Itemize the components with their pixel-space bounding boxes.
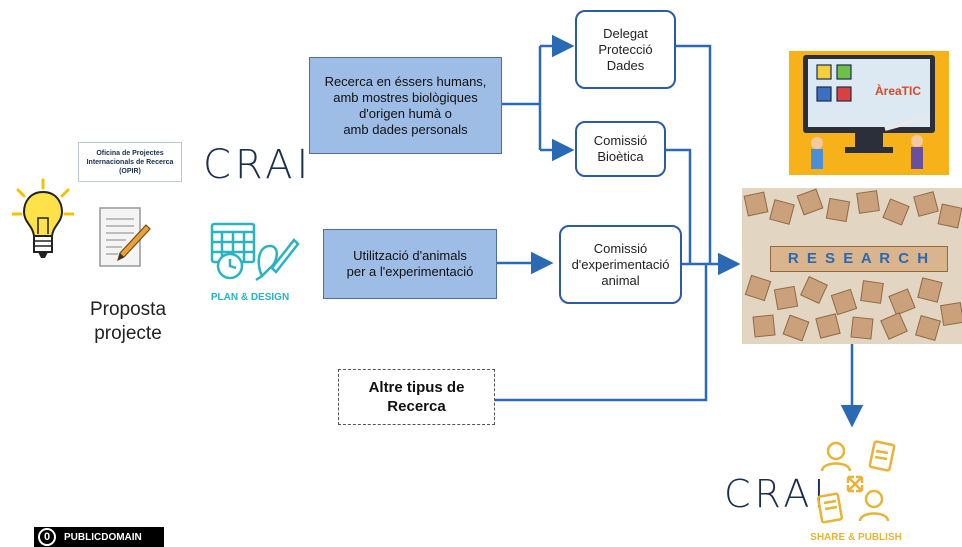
crai-logo-bottom: CRAI [724, 472, 829, 516]
opir-logo: Oficina de Projectes Internacionals de R… [78, 142, 182, 182]
area-tic-illustration: ÀreaTIC [789, 51, 949, 175]
proposal-label: Proposta projecte [89, 299, 167, 344]
connector-bioethics-out [666, 148, 692, 264]
box-animal-experimentation-committee: Comissió d'experimentació animal [559, 225, 682, 304]
share-publish-label: SHARE & PUBLISH [810, 532, 902, 543]
plan-design-label: PLAN & DESIGN [210, 292, 290, 303]
calendar-pencil-icon [208, 218, 300, 284]
share-publish-icon [812, 437, 898, 529]
public-domain-icon: 0 [38, 528, 56, 546]
box-bioethics-committee: Comissió Bioètica [575, 121, 666, 177]
box-human-research: Recerca en éssers humans, amb mostres bi… [309, 57, 502, 154]
public-domain-badge: 0 PUBLICDOMAIN [34, 527, 164, 547]
public-domain-label: PUBLICDOMAIN [64, 531, 142, 543]
crai-logo-top: CRAI [203, 142, 313, 188]
lightbulb-icon [11, 178, 75, 264]
box-animal-experimentation: Utilització d'animals per a l'experiment… [323, 229, 497, 299]
connector-other-out [495, 264, 708, 402]
research-word: R E S E A R C H [770, 246, 948, 272]
document-edit-icon [96, 205, 152, 271]
connector-dpo-out [676, 44, 712, 264]
box-other-research: Altre tipus de Recerca [338, 369, 495, 425]
box-data-protection-officer: Delegat Protecció Dades [575, 10, 676, 89]
area-tic-label: ÀreaTIC [875, 84, 922, 98]
research-scrabble-image: R E S E A R C H [742, 188, 962, 344]
